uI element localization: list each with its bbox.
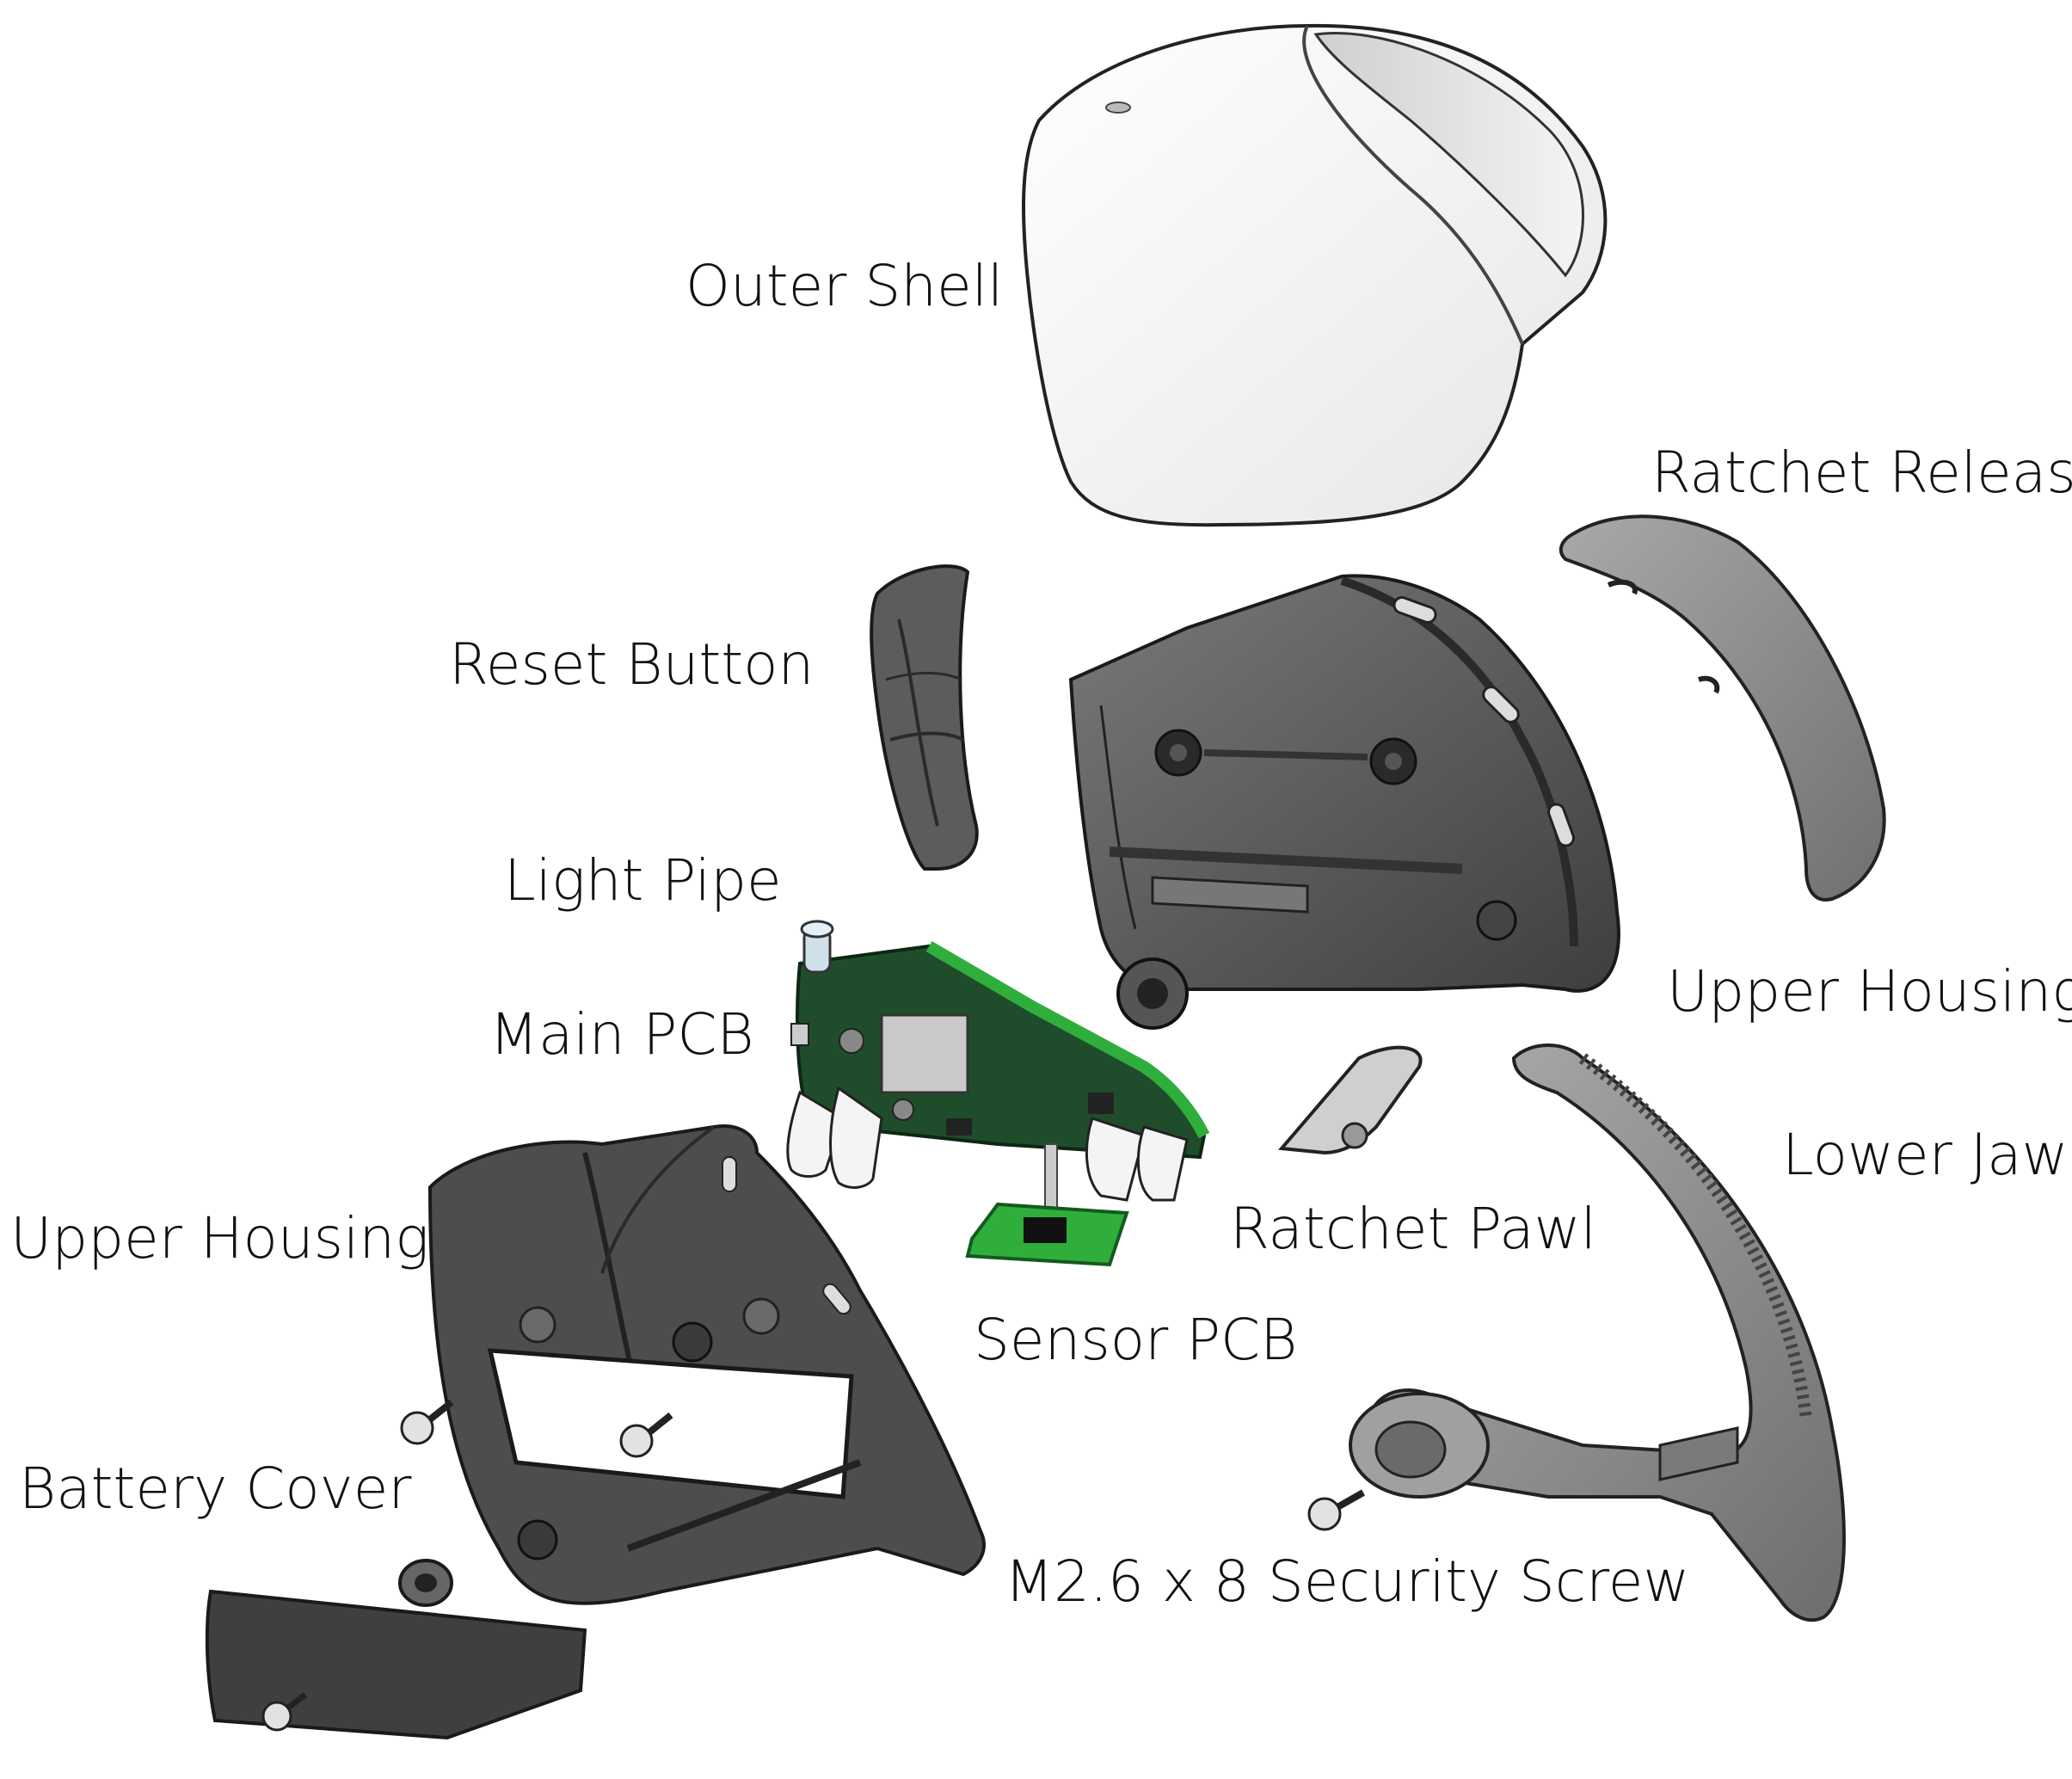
ratchet-release-part: [1559, 514, 1886, 902]
label-ratchet-release: Ratchet Release: [1651, 440, 2072, 506]
label-outer-shell: Outer Shell: [686, 253, 1004, 319]
outer-shell-part: [1021, 23, 1608, 527]
battery-cover-part: [205, 1559, 587, 1740]
main-pcb-part: [786, 940, 1210, 1202]
security-screw-right: [1307, 1489, 1365, 1531]
light-pipe-part: [800, 920, 834, 974]
label-upper-housing-right: Upper Housing: [1667, 958, 2072, 1025]
security-screw-left-1: [400, 1399, 454, 1445]
reset-button-part: [870, 564, 979, 871]
label-reset-button: Reset Button: [449, 631, 815, 698]
label-main-pcb: Main PCB: [489, 1001, 754, 1068]
label-security-screw: M2.6 x 8 Security Screw: [1005, 1548, 1690, 1615]
label-light-pipe: Light Pipe: [504, 847, 782, 914]
label-upper-housing-left: Upper Housing: [10, 1205, 429, 1271]
lower-jaw-part: [1349, 1043, 1846, 1622]
label-sensor-pcb: Sensor PCB: [974, 1307, 1298, 1373]
upper-housing-right-part: [1068, 574, 1620, 1030]
label-ratchet-pawl: Ratchet Pawl: [1230, 1196, 1596, 1262]
sensor-pcb-part: [965, 1143, 1129, 1267]
security-screw-left-2: [619, 1412, 673, 1458]
upper-housing-left-part: [427, 1124, 986, 1605]
ratchet-pawl-part: [1277, 1045, 1423, 1155]
label-battery-cover: Battery Cover: [19, 1456, 412, 1522]
label-lower-jaw: Lower Jaw: [1782, 1122, 2069, 1188]
